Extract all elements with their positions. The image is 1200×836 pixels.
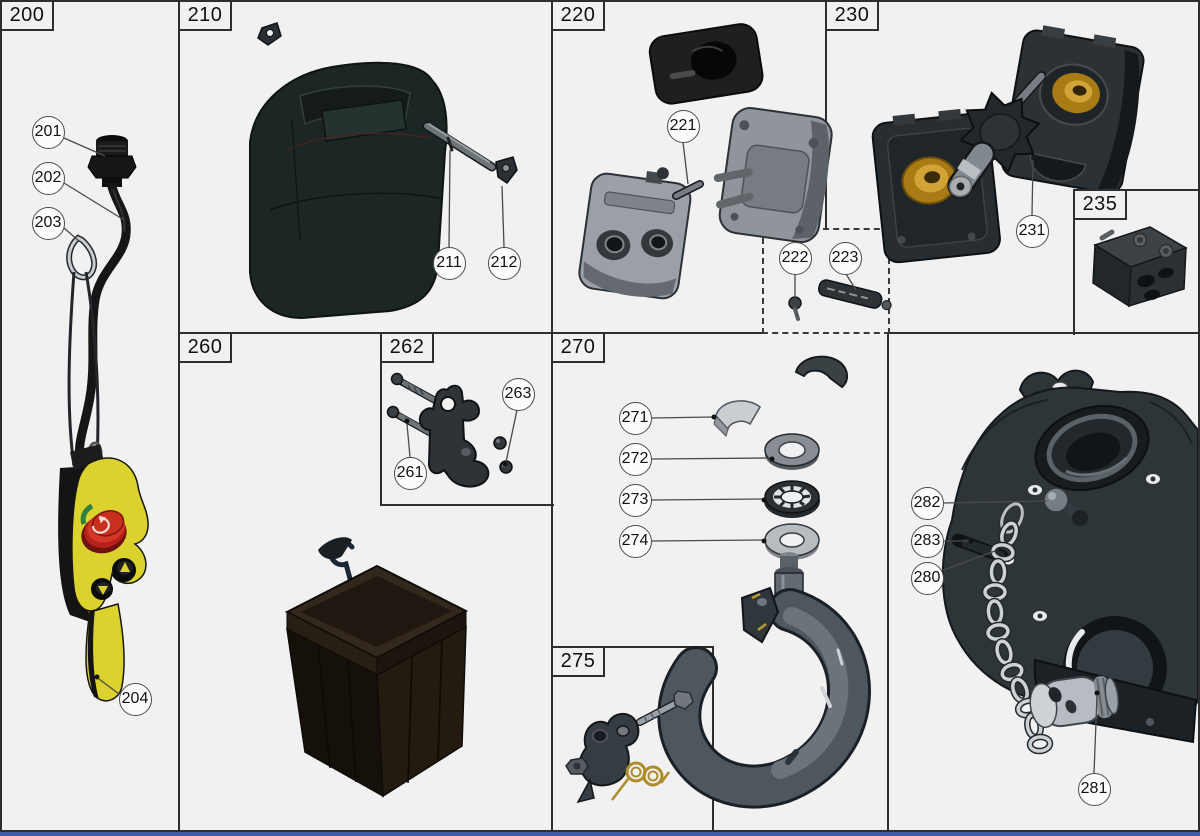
panel-label-230: 230 bbox=[825, 0, 879, 31]
cover-illustration bbox=[249, 22, 518, 320]
divider-left-column bbox=[178, 0, 180, 832]
panel-235-border bbox=[1073, 189, 1200, 335]
callout-282[interactable]: 282 bbox=[910, 486, 944, 520]
panel-label-260: 260 bbox=[178, 332, 232, 363]
panel-label-235: 235 bbox=[1073, 189, 1127, 220]
callout-263[interactable]: 263 bbox=[501, 377, 535, 411]
hook-assembly-illustration bbox=[657, 355, 871, 809]
callout-204[interactable]: 204 bbox=[118, 682, 152, 716]
callout-273[interactable]: 273 bbox=[618, 483, 652, 517]
divider-right-column bbox=[887, 332, 889, 832]
callout-274[interactable]: 274 bbox=[618, 524, 652, 558]
bottom-accent-bar bbox=[0, 832, 1200, 836]
divider-top-mid-rows bbox=[178, 332, 1200, 334]
panel-275-border bbox=[552, 646, 714, 834]
callout-221[interactable]: 221 bbox=[666, 109, 700, 143]
callout-261[interactable]: 261 bbox=[393, 456, 427, 490]
mounting-block-illustration bbox=[1092, 226, 1188, 308]
panel-label-220: 220 bbox=[551, 0, 605, 31]
callout-202[interactable]: 202 bbox=[31, 161, 65, 195]
panel-label-210: 210 bbox=[178, 0, 232, 31]
callout-212[interactable]: 212 bbox=[487, 246, 521, 280]
trolley-plates-illustration bbox=[871, 25, 1145, 264]
divider-mid-column bbox=[551, 0, 553, 832]
suspension-bracket-illustration bbox=[386, 372, 513, 488]
panel-label-200: 200 bbox=[0, 0, 54, 31]
gear-housing-illustration bbox=[941, 369, 1199, 755]
hook-latch-kit-illustration bbox=[565, 690, 694, 804]
callout-201[interactable]: 201 bbox=[31, 115, 65, 149]
callout-223[interactable]: 223 bbox=[828, 241, 862, 275]
callout-211[interactable]: 211 bbox=[432, 246, 466, 280]
callout-222[interactable]: 222 bbox=[778, 241, 812, 275]
buffer-housing-illustration bbox=[578, 23, 892, 321]
panel-label-275: 275 bbox=[551, 646, 605, 677]
limit-stop-illustration bbox=[1029, 676, 1119, 729]
pendant-control-illustration bbox=[58, 135, 149, 702]
panel-label-262: 262 bbox=[380, 332, 434, 363]
callout-281[interactable]: 281 bbox=[1077, 772, 1111, 806]
callout-271[interactable]: 271 bbox=[618, 401, 652, 435]
panel-262-border bbox=[380, 332, 554, 506]
callout-283[interactable]: 283 bbox=[910, 524, 944, 558]
panel-label-270: 270 bbox=[551, 332, 605, 363]
callout-280[interactable]: 280 bbox=[910, 561, 944, 595]
callout-231[interactable]: 231 bbox=[1015, 214, 1049, 248]
callout-272[interactable]: 272 bbox=[618, 442, 652, 476]
callout-203[interactable]: 203 bbox=[31, 206, 65, 240]
sprocket-illustration bbox=[947, 71, 1047, 199]
estop-button bbox=[81, 510, 127, 554]
chain-bucket-illustration bbox=[284, 537, 469, 798]
